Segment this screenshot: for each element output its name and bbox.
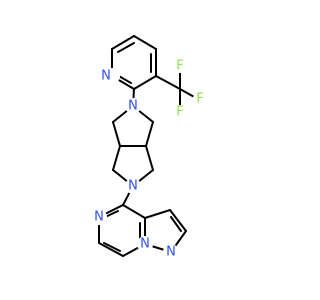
pyridine-ring bbox=[111, 35, 157, 90]
atom-label-f-1: F bbox=[173, 59, 187, 74]
atom-n-pyrazole-a: N bbox=[140, 237, 150, 252]
pyrazine-ring bbox=[98, 204, 146, 257]
atom-label-n-pyrazole-a: N bbox=[137, 236, 153, 252]
atom-n-pyrazine: N bbox=[94, 210, 104, 225]
atom-label-f-2: F bbox=[193, 92, 207, 107]
atom-label-n-pyrrolidine-top: N bbox=[125, 98, 141, 114]
atom-label-n-pyridine: N bbox=[101, 68, 120, 84]
atom-label-n-pyrazole-b: N bbox=[163, 244, 179, 260]
atom-n-pyrrolidine-bottom: N bbox=[128, 179, 138, 194]
atom-label-n-pyrazine: N bbox=[91, 209, 107, 225]
molecule-structure: N N N N N N F F F bbox=[91, 35, 207, 260]
atom-n-pyrrolidine-top: N bbox=[128, 99, 138, 114]
atom-f-2: F bbox=[196, 92, 203, 107]
atom-label-f-3: F bbox=[173, 105, 187, 120]
atom-n-pyridine: N bbox=[101, 69, 111, 84]
atom-f-1: F bbox=[176, 59, 183, 74]
atom-n-pyrazole-b: N bbox=[166, 245, 176, 260]
atom-label-n-pyrrolidine-bottom: N bbox=[125, 178, 141, 194]
atom-f-3: F bbox=[176, 105, 183, 120]
bicyclic-pyrrolidine bbox=[112, 105, 154, 187]
